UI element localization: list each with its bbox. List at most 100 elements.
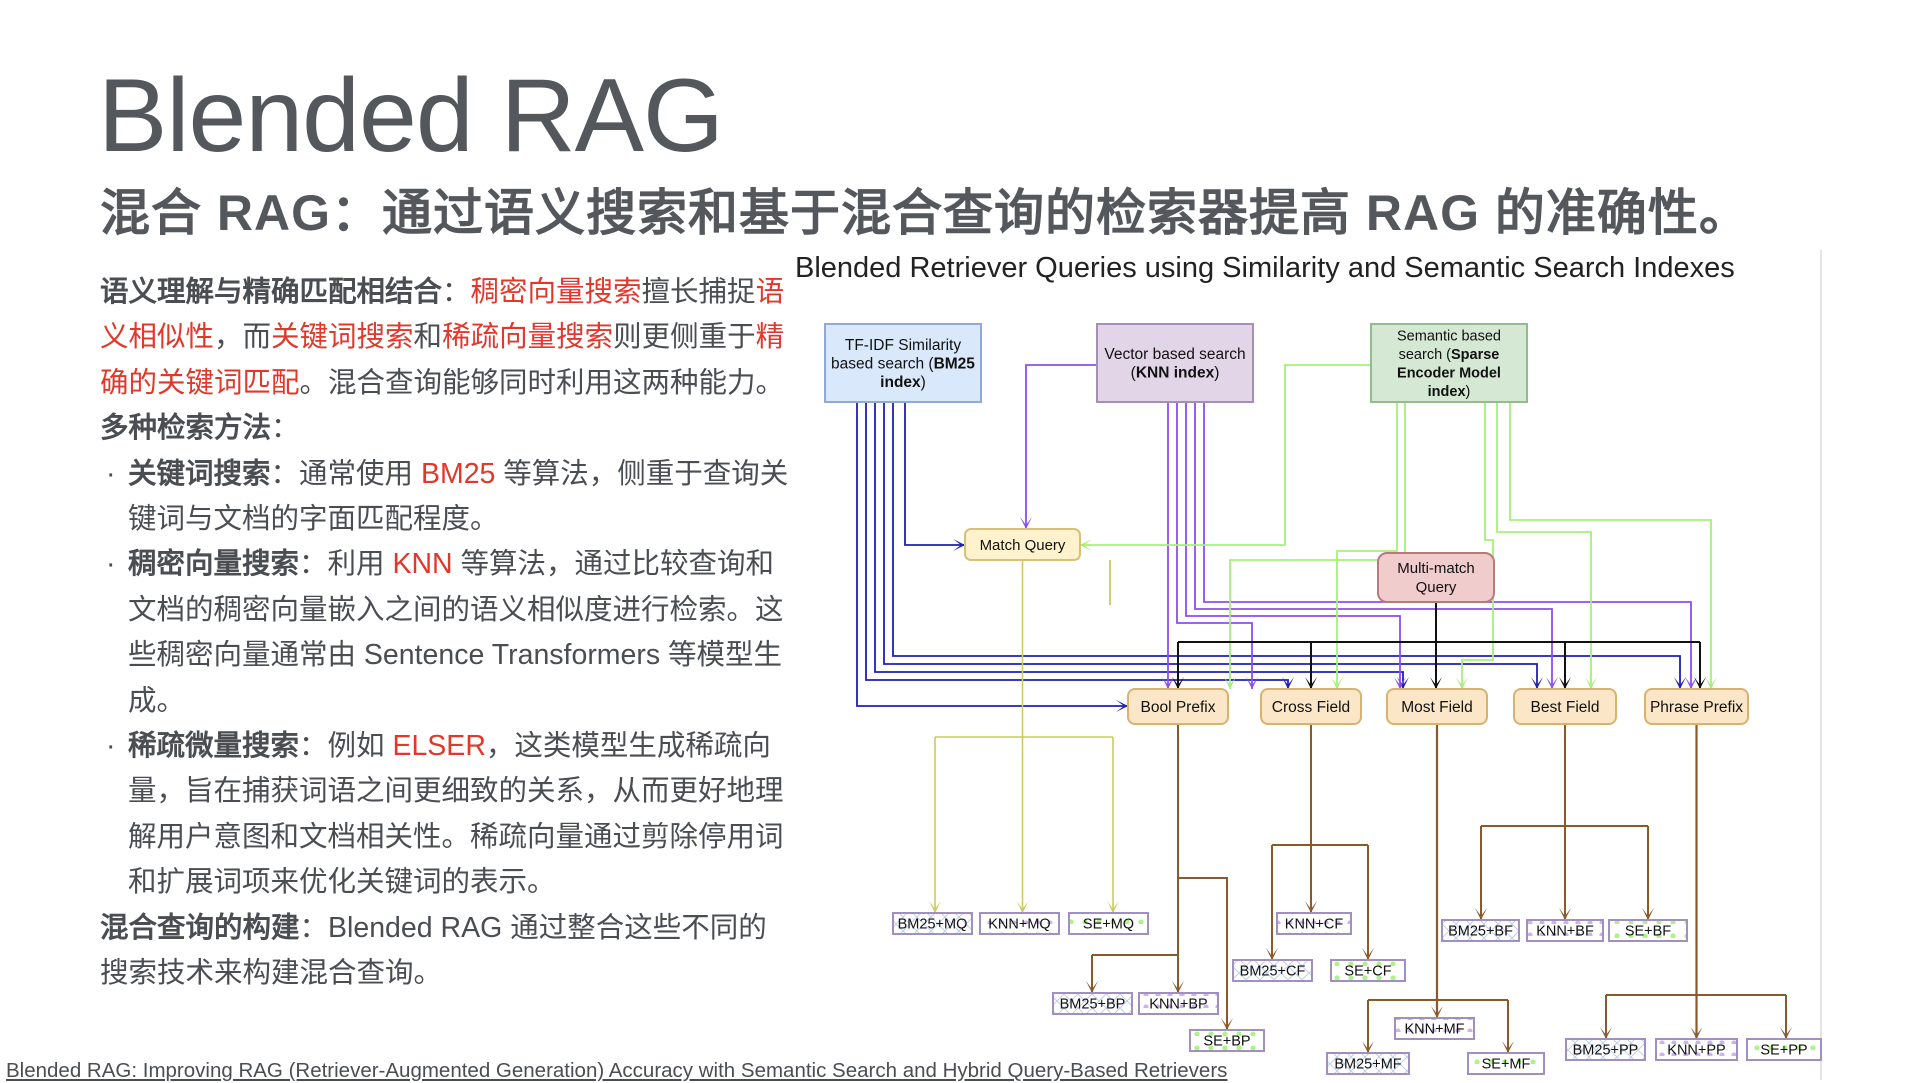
edge-se-to-best <box>1496 402 1592 689</box>
arrowhead <box>1475 908 1487 920</box>
bullet-heading: 稠密向量搜索 <box>128 548 300 581</box>
text: 等算法，侧重于查询关键词与文档的字面匹配程度。 <box>128 457 789 536</box>
arrowhead <box>1431 1006 1443 1018</box>
result-box-pattern <box>1610 921 1686 940</box>
node-label-line: TF-IDF Similarity <box>845 337 961 354</box>
bullet-heading: 关键词搜索 <box>128 457 271 490</box>
result-label: KNN+MF <box>1404 1022 1464 1038</box>
node-label-line: Encoder Model <box>1397 365 1501 381</box>
arrowhead <box>1430 677 1442 689</box>
heading-hybrid: 混合查询的构建 <box>100 911 300 944</box>
query-type-label: Cross Field <box>1272 699 1350 716</box>
node-label-part: ) <box>921 374 926 391</box>
edge-bm25-to-query <box>865 402 1289 689</box>
node-label-part: Vector based search <box>1104 346 1245 363</box>
result-label: SE+BP <box>1203 1034 1250 1050</box>
node-label-part: index <box>1428 384 1466 400</box>
arrowhead <box>1362 1041 1374 1053</box>
result-node: SE+BP <box>1189 1029 1265 1052</box>
match-query-box <box>964 528 1081 561</box>
node-label-part: KNN index <box>1136 365 1215 382</box>
highlight-sparse-search: 稀疏向量搜索 <box>442 321 614 354</box>
arrowhead <box>1305 901 1317 913</box>
arrowhead <box>1162 677 1174 689</box>
result-box-pattern <box>1332 961 1404 980</box>
result-node: SE+MQ <box>1068 912 1149 935</box>
edge-bm25-to-query <box>874 402 1404 689</box>
result-node: KNN+CF <box>1276 912 1352 935</box>
highlight-bm25: BM25 <box>420 457 496 490</box>
query-type-node: Most Field <box>1386 688 1488 725</box>
query-type-box <box>1260 688 1362 725</box>
node-label-part: ) <box>1466 384 1471 400</box>
arrowhead <box>1362 948 1374 960</box>
bullet-keyword-search: ·关键词搜索：通常使用 BM25 等算法，侧重于查询关键词与文档的字面匹配程度。 <box>100 452 790 543</box>
arrowhead <box>1305 677 1317 689</box>
node-label-part: ( <box>1131 365 1137 382</box>
arrowhead <box>1172 981 1184 993</box>
result-node: KNN+MF <box>1394 1017 1475 1040</box>
result-box-pattern <box>1191 1031 1263 1050</box>
highlight-dense-search: 稠密向量搜索 <box>470 276 642 308</box>
arrowhead <box>1456 677 1468 689</box>
query-type-node: Phrase Prefix <box>1644 688 1749 725</box>
heading-methods: 多种检索方法 <box>100 412 272 445</box>
result-node: BM25+MF <box>1326 1052 1410 1075</box>
text: ：例如 <box>299 730 393 763</box>
edge-knn-to-query <box>1185 402 1401 689</box>
bullet-sparse-search: ·稀疏微量搜索：例如 ELSER，这类模型生成稀疏向量，旨在捕获词语之间更细致的… <box>100 724 790 906</box>
node-label-part: search ( <box>1399 347 1452 363</box>
slide-title: Blended RAG <box>98 58 724 174</box>
result-box-pattern <box>1328 1054 1408 1073</box>
arrowhead <box>1282 677 1294 689</box>
node-label-line: based search (BM25 <box>831 355 975 372</box>
arrowhead <box>1331 677 1343 689</box>
arrowhead <box>1172 677 1184 689</box>
edge-se-to-most <box>1461 402 1494 689</box>
result-node: KNN+PP <box>1655 1038 1738 1061</box>
result-label: SE+MQ <box>1083 917 1134 933</box>
match-query-node: Match Query <box>964 528 1081 561</box>
arrowhead <box>1685 677 1697 689</box>
text: ，而 <box>214 321 272 354</box>
result-node: BM25+PP <box>1565 1038 1646 1061</box>
edge-knn-to-query <box>1176 402 1253 689</box>
result-node: KNN+BP <box>1138 992 1219 1015</box>
edge-bm25-to-query <box>883 402 1538 689</box>
result-node: BM25+BP <box>1052 992 1133 1015</box>
result-box-pattern <box>1070 914 1147 933</box>
paper-reference-link[interactable]: Blended RAG: Improving RAG (Retriever-Au… <box>6 1059 1228 1082</box>
node-label-part: index <box>880 374 921 391</box>
node-label-part: TF-IDF Similarity <box>845 337 961 354</box>
node-label-line: index) <box>880 374 926 391</box>
result-label: SE+BF <box>1625 924 1671 940</box>
edge-se-to-match <box>1080 364 1371 546</box>
result-label: SE+PP <box>1760 1043 1807 1059</box>
node-label-part: based search ( <box>831 355 934 372</box>
result-node: BM25+BF <box>1441 919 1520 942</box>
multi-match-box <box>1377 552 1495 603</box>
query-type-label: Most Field <box>1401 699 1473 716</box>
node-label-part: Semantic based <box>1397 328 1501 344</box>
edge-bm25-to-bool <box>856 402 1128 707</box>
result-node: SE+MF <box>1467 1052 1545 1075</box>
node-label-part: ) <box>1214 365 1219 382</box>
query-type-box <box>1513 688 1617 725</box>
query-type-label: Best Field <box>1531 699 1600 716</box>
node-label-line: Semantic based <box>1397 328 1501 344</box>
edge-se-to-bool <box>1229 402 1406 689</box>
arrowhead <box>1224 677 1236 689</box>
result-label: KNN+BF <box>1536 924 1594 940</box>
arrowhead <box>1266 948 1278 960</box>
result-box-pattern <box>1278 914 1350 933</box>
highlight-keyword-search: 关键词搜索 <box>271 321 414 354</box>
arrowhead <box>1559 908 1571 920</box>
edge-knn-to-match <box>1025 364 1097 529</box>
result-node: SE+PP <box>1746 1038 1822 1061</box>
bullet-dot: · <box>106 457 116 490</box>
text: 擅长捕捉 <box>641 276 756 308</box>
diagram-frame-border <box>1820 250 1822 1080</box>
